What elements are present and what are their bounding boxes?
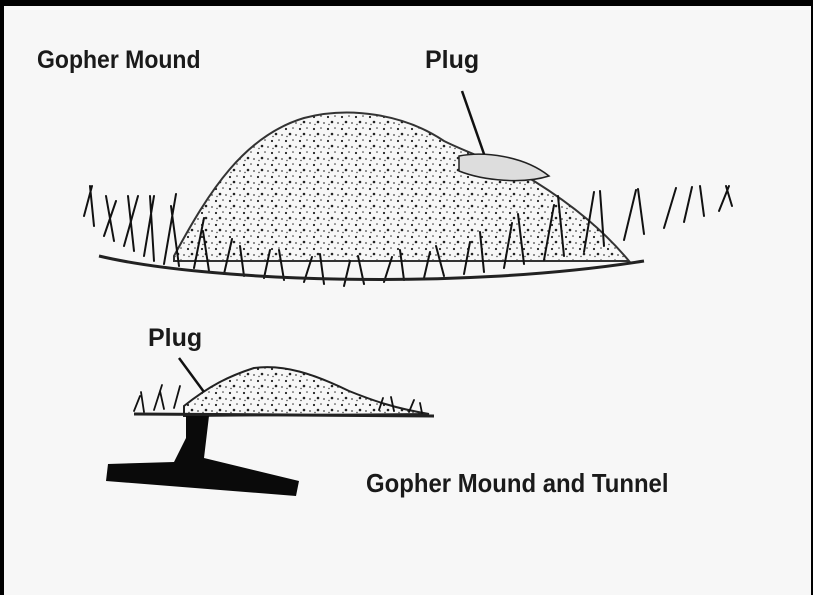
large-mound <box>84 113 732 286</box>
mound-body <box>174 113 629 261</box>
illustration <box>4 6 811 595</box>
ground-line-small <box>134 414 434 416</box>
diagram-title: Gopher Mound <box>37 46 201 75</box>
plug-label-bottom: Plug <box>148 324 202 353</box>
cross-section-mound-body <box>184 367 429 416</box>
diagram-canvas: Gopher Mound Plug Plug Gopher Mound and … <box>4 6 811 595</box>
cross-section-caption: Gopher Mound and Tunnel <box>366 468 669 499</box>
plug-bottom-pointer <box>179 358 204 392</box>
plug-label-top: Plug <box>425 46 479 75</box>
plug-top-pointer <box>462 91 484 154</box>
tunnel <box>106 416 299 496</box>
